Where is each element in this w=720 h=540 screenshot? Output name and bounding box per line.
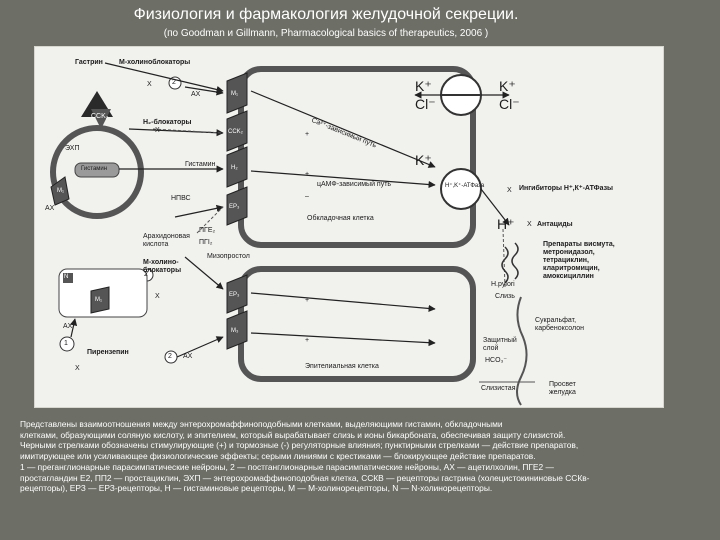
mucosa-label: Слизистая xyxy=(481,385,516,392)
m-cholinoblockers-top-label: М-холиноблокаторы xyxy=(119,59,191,66)
m1-receptor-left xyxy=(50,176,70,206)
misoprostol-label: Мизопростол xyxy=(207,253,250,260)
m1-receptor-parietal xyxy=(226,72,248,114)
secretion-diagram: Гастрин М-холиноблокаторы 2 АХ CCK₂ H₂-б… xyxy=(34,46,664,408)
inhibitors-label: Ингибиторы Н⁺,К⁺-АТФазы xyxy=(519,185,614,192)
ah-top-label: АХ xyxy=(191,91,201,98)
k-plus-1: K⁺ xyxy=(415,78,432,94)
m1-ganglion-receptor xyxy=(90,286,110,314)
h-pylori-label: H.pylori xyxy=(491,281,515,288)
atpase-label: H⁺,K⁺-АТФаза xyxy=(445,183,485,189)
block-mark: X xyxy=(527,221,532,228)
h2-receptor-parietal xyxy=(226,146,248,188)
h2-receptor-label: H₂ xyxy=(231,165,238,171)
hco3-label: HCO₃⁻ xyxy=(485,357,508,364)
caption-line: Черными стрелками обозначены стимулирующ… xyxy=(20,440,579,451)
ecl-label: ЭХП xyxy=(65,145,80,152)
caption-line: имитирующее или усиливающее физиологичес… xyxy=(20,451,536,462)
n-box-label: N xyxy=(64,274,69,280)
cl-minus-1: Cl⁻ xyxy=(415,96,436,112)
m3-receptor-epithelial xyxy=(226,310,248,350)
diagram-drawing xyxy=(50,62,535,406)
neuron-2-low-number: 2 xyxy=(144,271,148,278)
ep3-receptor-epithelial xyxy=(226,274,248,314)
lumen-label: Просвет желудка xyxy=(549,381,576,396)
h-plus-label: H⁺ xyxy=(497,216,515,232)
ep3-receptor-bottom-label: EP₃ xyxy=(229,292,240,298)
block-mark: X xyxy=(75,365,80,372)
slide-title: Физиология и фармакология желудочной сек… xyxy=(133,6,519,23)
cck2-on-ecl-label: CCK₂ xyxy=(91,113,109,120)
pge2-label: ПГЕ₂ xyxy=(199,227,216,234)
mucus-label: Слизь xyxy=(495,293,515,300)
ep3-receptor-parietal xyxy=(226,186,248,226)
pgi2-label: ПГI₂ xyxy=(199,239,213,246)
histamine-line-label: Гистамин xyxy=(185,161,216,168)
m-cholinoblockers-low-label: М-холино-блокаторы xyxy=(143,259,182,274)
cl-minus-2: Cl⁻ xyxy=(499,96,520,112)
plus-mark: + xyxy=(305,337,310,344)
h2-blockers-label: H₂-блокаторы xyxy=(143,119,192,126)
ah-low-label: АХ xyxy=(63,323,73,330)
block-mark: X xyxy=(155,127,160,134)
minus-mark: – xyxy=(305,193,309,200)
block-mark: X xyxy=(507,187,512,194)
k-plus-2: K⁺ xyxy=(499,78,516,94)
sucralfate-label: Сукральфат, карбеноксолон xyxy=(535,317,584,332)
cck2-receptor-parietal xyxy=(226,110,248,152)
neuron-2-bottom-number: 2 xyxy=(168,353,172,360)
m1-receptor-label: M₁ xyxy=(231,91,239,97)
neuron-1 xyxy=(59,336,75,352)
ep3-receptor-top-label: EP₃ xyxy=(229,204,240,210)
ah-bottom-label: АХ xyxy=(183,353,193,360)
h-pylori-shape xyxy=(501,246,509,284)
mucus-layer-line xyxy=(516,296,528,406)
pirenzepine-label: Пирензепин xyxy=(87,349,129,356)
k-plus-3: K⁺ xyxy=(415,152,432,168)
block-mark: X xyxy=(147,81,152,88)
neuron-2-top-number: 2 xyxy=(172,79,176,86)
plus-mark: + xyxy=(305,171,310,178)
slide-subtitle: (по Goodman и Gillmann, Pharmacological … xyxy=(163,28,489,39)
caption: Представлены взаимоотношения между энтер… xyxy=(20,419,704,494)
camp-pathway-label: цАМФ-зависимый путь xyxy=(317,181,392,188)
m1-left-label: M₁ xyxy=(57,188,65,194)
m1-ganglion-label: M₁ xyxy=(95,297,103,303)
caption-line: Представлены взаимоотношения между энтер… xyxy=(20,419,503,429)
epithelial-cell-label: Эпителиальная клетка xyxy=(305,363,379,370)
protective-layer-label: Защитный слой xyxy=(483,337,517,352)
m3-receptor-label: M₃ xyxy=(231,328,239,334)
npvs-label: НПВС xyxy=(171,195,191,202)
caption-line: рецепторы), ЕРЗ — ЕРЗ-рецепторы, Н — гис… xyxy=(20,483,493,494)
plus-mark: + xyxy=(305,297,310,304)
bismuth-label: Препараты висмута, метронидазол, тетраци… xyxy=(543,241,615,280)
caption-line: 1 — преганглионарные парасимпатические н… xyxy=(20,461,554,472)
histamine-cell-label: Гистамин xyxy=(81,166,108,172)
n-receptor-box xyxy=(63,273,73,283)
neuron-1-number: 1 xyxy=(64,340,68,347)
plus-mark: + xyxy=(305,131,310,138)
parietal-cell-label: Обкладочная клетка xyxy=(307,215,374,222)
gastrin-triangle-cck xyxy=(91,109,111,129)
histamine-vesicle xyxy=(74,162,120,178)
gastrin-label: Гастрин xyxy=(75,59,103,66)
arachidonic-label: Арахидоновая кислота xyxy=(143,233,190,248)
ecl-cell-outline xyxy=(50,125,144,219)
caption-line: простагландин Е2, ПП2 — простациклин, ЭХ… xyxy=(20,472,590,483)
caption-line: клетками, образующими соляную кислоту, и… xyxy=(20,429,566,440)
cck2-receptor-label: CCK₂ xyxy=(228,129,243,135)
block-mark: X xyxy=(155,293,160,300)
ah-left-label: АХ xyxy=(45,205,55,212)
antacids-label: Антациды xyxy=(537,221,573,228)
